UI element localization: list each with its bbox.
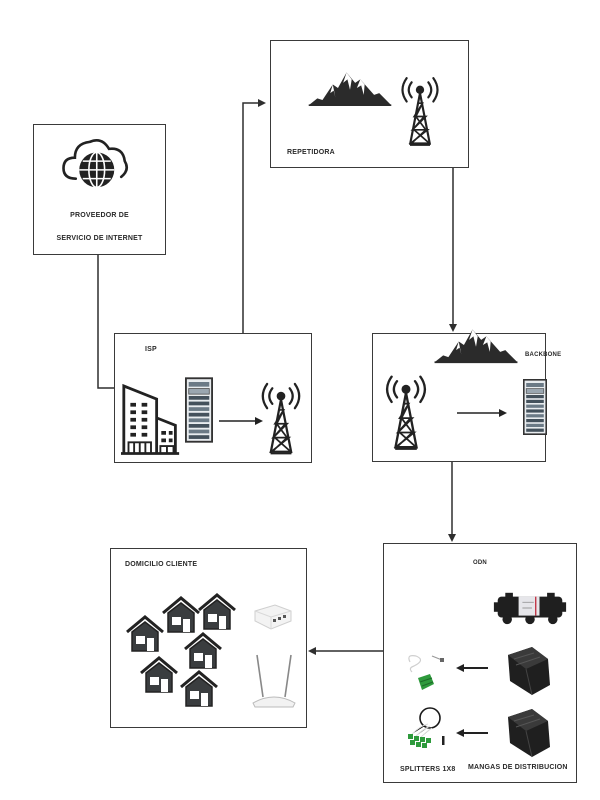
splitter-icon [408, 707, 445, 748]
mountain-icon [431, 326, 521, 364]
onu-device-icon [254, 604, 292, 630]
server-rack-icon [185, 376, 213, 444]
house-icon [139, 655, 179, 693]
node-backbone[interactable]: BACKBONE [372, 333, 561, 462]
house-icon [125, 614, 165, 652]
node-odn[interactable]: ODN SPLITTERS 1X8 MANGAS DE DISTRIBUCION [383, 543, 577, 783]
isp-label: ISP [145, 346, 157, 353]
node-repetidora[interactable]: REPETIDORA [270, 40, 469, 168]
house-icon [179, 669, 219, 707]
cloud-globe-icon [60, 133, 130, 191]
node-domicilio-cliente[interactable]: DOMICILIO CLIENTE [110, 548, 307, 728]
arrow-right-icon [219, 417, 263, 425]
splitter-icon [408, 655, 444, 690]
fiber-closure-icon [492, 588, 568, 628]
house-icon [183, 631, 223, 669]
distribution-sleeve-icon [502, 706, 552, 760]
radio-tower-icon [255, 376, 307, 456]
node-proveedor-internet[interactable]: PROVEEDOR DE SERVICIO DE INTERNET [33, 124, 166, 255]
server-rack-icon [523, 372, 547, 442]
proveedor-label-line2: SERVICIO DE INTERNET [56, 235, 143, 242]
house-icon [197, 592, 237, 630]
radio-tower-icon [395, 71, 445, 147]
splitters-caption: SPLITTERS 1X8 [400, 766, 456, 773]
arrow-left-icon [456, 729, 488, 737]
edge-isp-repetidora [242, 99, 266, 333]
arrow-left-icon [456, 664, 488, 672]
wifi-router-icon [252, 654, 296, 708]
proveedor-label-line1: PROVEEDOR DE [70, 212, 129, 219]
node-isp[interactable]: ISP [114, 333, 312, 463]
distribution-sleeve-icon [502, 644, 552, 698]
mountain-icon [307, 69, 393, 107]
repetidora-label: REPETIDORA [287, 149, 335, 156]
edge-proveedor-isp [97, 254, 114, 389]
house-icon [161, 595, 201, 633]
domicilio-label: DOMICILIO CLIENTE [125, 561, 198, 568]
arrow-right-icon [457, 409, 507, 417]
backbone-label: BACKBONE [525, 352, 562, 358]
office-building-icon [121, 376, 181, 456]
mangas-caption: MANGAS DE DISTRIBUCION [468, 764, 568, 771]
radio-tower-icon [379, 368, 433, 452]
odn-label: ODN [473, 560, 487, 566]
